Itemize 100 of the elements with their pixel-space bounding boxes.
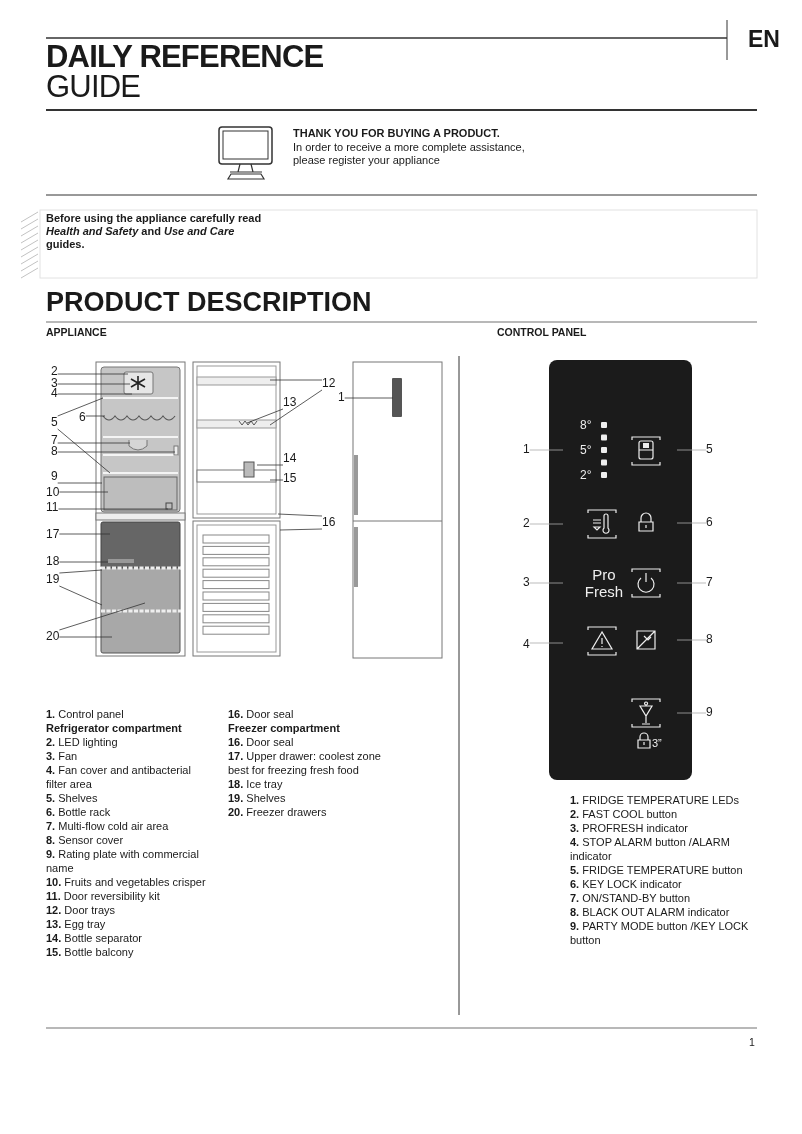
- callout-number: 14: [283, 452, 297, 465]
- leader-line: [246, 408, 284, 424]
- callout-number: 16: [322, 516, 336, 529]
- body-text: In order to receive a more complete assistance, please register your appliance: [293, 141, 526, 168]
- callout-number: 11: [46, 501, 59, 514]
- callout-number: 4: [51, 387, 58, 400]
- list-item: 13. Egg tray: [46, 917, 107, 931]
- leader-line: [58, 585, 103, 606]
- list-item: 5. Shelves: [46, 791, 99, 805]
- callout-number: 5: [706, 443, 713, 456]
- callout-number: 1: [523, 443, 530, 456]
- callout-number: 8: [51, 445, 58, 458]
- list-item: 11. Door reversibility kit: [46, 889, 161, 903]
- leader-line: [529, 523, 564, 525]
- leader-line: [58, 636, 113, 638]
- leader-line: [269, 479, 284, 481]
- leader-line: [57, 451, 176, 453]
- callout-number: 9: [51, 470, 58, 483]
- fridge-interior-drawing: [96, 362, 185, 656]
- callout-number: 1: [338, 391, 345, 404]
- leader-line: [676, 582, 707, 584]
- leader-line: [57, 383, 131, 385]
- callout-number: 7: [706, 576, 713, 589]
- leader-line: [256, 464, 284, 466]
- list-heading: Refrigerator compartment: [46, 721, 183, 735]
- list-item: 8. BLACK OUT ALARM indicator: [570, 905, 731, 919]
- list-item: 20. Freezer drawers: [228, 805, 328, 819]
- list-item: 4. Fan cover and antibacterial filter area: [46, 763, 192, 791]
- list-item: 7. Multi-flow cold air area: [46, 819, 170, 833]
- callout-number: 17: [46, 528, 60, 541]
- list-item: 16. Door seal: [228, 707, 295, 721]
- heading: THANK YOU FOR BUYING A PRODUCT.: [293, 127, 500, 141]
- leader-line: [57, 442, 131, 444]
- list-item: 14. Bottle separator: [46, 931, 143, 945]
- list-heading: Freezer compartment: [228, 721, 341, 735]
- list-item: 5. FRIDGE TEMPERATURE button: [570, 863, 744, 877]
- leader-line: [57, 428, 111, 474]
- leader-line: [58, 533, 111, 535]
- fridge-front-drawing: [353, 362, 442, 658]
- list-item: 2. FAST COOL button: [570, 807, 678, 821]
- callout-number: 12: [322, 377, 336, 390]
- leader-line: [277, 513, 323, 517]
- leader-line: [58, 491, 109, 493]
- fridge-door-drawing: [193, 362, 280, 656]
- callout-number: 8: [706, 633, 713, 646]
- language-code: EN: [748, 26, 780, 54]
- leader-line: [269, 379, 323, 381]
- callout-number: 18: [46, 555, 60, 568]
- callout-number: 3: [523, 576, 530, 589]
- callout-number: 7: [51, 434, 58, 447]
- leader-line: [58, 602, 146, 631]
- callout-number: 2: [523, 517, 530, 530]
- list-item: 7. ON/STAND-BY button: [570, 891, 692, 905]
- callout-number: 4: [523, 638, 530, 651]
- leader-line: [85, 415, 106, 417]
- list-item: 18. Ice tray: [228, 777, 284, 791]
- led-label: 5°: [580, 443, 592, 458]
- page-title: DAILY REFERENCE GUIDE: [46, 42, 325, 102]
- list-item: 4. STOP ALARM button /ALARM indicator: [570, 835, 731, 863]
- leader-line: [676, 639, 707, 641]
- list-item: 19. Shelves: [228, 791, 287, 805]
- notice-text: Before using the appliance carefully read Health and Safety and Use and Care guides.: [46, 212, 263, 252]
- list-item: 9. Rating plate with commercial name: [46, 847, 200, 875]
- leader-line: [58, 569, 103, 574]
- panel-text: Pro Fresh: [583, 566, 625, 600]
- page-number: 1: [749, 1036, 755, 1049]
- control-panel: [549, 360, 692, 780]
- timer-label: 3”: [652, 737, 662, 751]
- section-heading: PRODUCT DESCRIPTION: [46, 286, 372, 319]
- list-item: 15. Bottle balcony: [46, 945, 135, 959]
- callout-number: 3: [51, 377, 58, 390]
- leader-line: [529, 582, 564, 584]
- subheading: APPLIANCE: [46, 326, 107, 339]
- callout-number: 20: [46, 630, 60, 643]
- callout-number: 10: [46, 486, 60, 499]
- callout-number: 19: [46, 573, 60, 586]
- leader-line: [58, 561, 109, 563]
- leader-line: [676, 522, 707, 524]
- led-label: 2°: [580, 468, 592, 483]
- leader-line: [269, 389, 323, 426]
- leader-line: [58, 508, 169, 510]
- leader-line: [529, 449, 564, 451]
- list-item: 6. Bottle rack: [46, 805, 112, 819]
- list-item: 10. Fruits and vegetables crisper: [46, 875, 207, 889]
- callout-number: 9: [706, 706, 713, 719]
- leader-line: [529, 642, 564, 644]
- led-label: 8°: [580, 418, 592, 433]
- callout-number: 15: [283, 472, 297, 485]
- callout-number: 5: [51, 416, 58, 429]
- leader-line: [279, 528, 323, 531]
- list-item: 16. Door seal: [228, 735, 295, 749]
- callout-number: 6: [706, 516, 713, 529]
- leader-line: [344, 397, 394, 399]
- list-item: 17. Upper drawer: coolest zone best for freezing fresh food: [228, 749, 382, 777]
- list-item: 2. LED lighting: [46, 735, 119, 749]
- callout-number: 13: [283, 396, 297, 409]
- callout-number: 2: [51, 365, 58, 378]
- leader-line: [676, 449, 707, 451]
- list-item: 8. Sensor cover: [46, 833, 125, 847]
- leader-line: [676, 712, 707, 714]
